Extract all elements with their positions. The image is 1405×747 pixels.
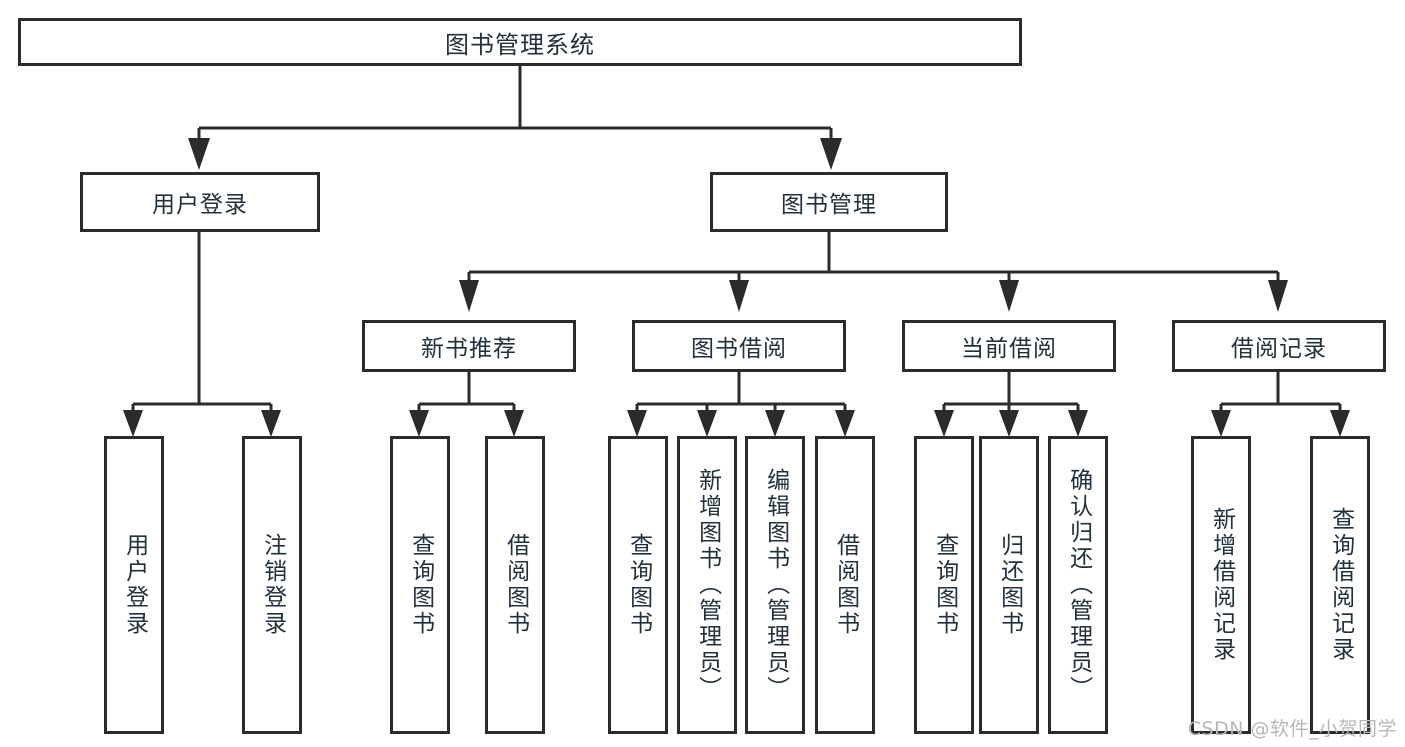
arrow-down-icon [1068,410,1088,437]
arrow-down-icon [504,410,524,437]
node-label: 确认归还（管理员） [1065,468,1092,702]
node-label: 借阅图书 [832,533,859,637]
leaf-confirm-return-admin[interactable]: 确认归还（管理员） [1048,436,1108,734]
node-current-borrow[interactable]: 当前借阅 [902,320,1116,372]
leaf-user-login[interactable]: 用户登录 [104,436,164,734]
node-label: 借阅图书 [502,533,529,637]
node-label: 图书管理 [781,192,877,218]
arrow-down-icon [729,280,749,312]
leaf-edit-book-admin[interactable]: 编辑图书（管理员） [745,436,805,734]
arrow-down-icon [765,410,785,437]
leaf-return-book[interactable]: 归还图书 [979,436,1039,734]
leaf-query-book-2[interactable]: 查询图书 [608,436,668,734]
node-book-borrow[interactable]: 图书借阅 [632,320,846,372]
node-user-login[interactable]: 用户登录 [80,172,320,232]
node-label: 查询图书 [407,533,434,637]
node-label: 新书推荐 [421,336,517,362]
arrow-down-icon [123,410,143,437]
arrow-down-icon [820,138,842,170]
leaf-borrow-book-1[interactable]: 借阅图书 [485,436,545,734]
connector-current-borrow-to-leaves [934,372,1088,437]
arrow-down-icon [999,410,1019,437]
connector-user-login-to-leaves [123,232,281,437]
node-label: 查询借阅记录 [1327,507,1354,663]
node-label: 当前借阅 [961,336,1057,362]
node-label: 借阅记录 [1231,336,1327,362]
node-label: 用户登录 [152,192,248,218]
leaf-add-borrow-record[interactable]: 新增借阅记录 [1191,436,1251,734]
leaf-query-borrow-record[interactable]: 查询借阅记录 [1310,436,1370,734]
leaf-logout-login[interactable]: 注销登录 [242,436,302,734]
arrow-down-icon [1268,280,1288,312]
arrow-down-icon [1211,410,1231,437]
node-label: 新增借阅记录 [1208,507,1235,663]
arrow-down-icon [835,410,855,437]
connector-book-borrow-to-leaves [627,372,855,437]
node-label: 归还图书 [996,533,1023,637]
arrow-down-icon [1330,410,1350,437]
node-book-manage[interactable]: 图书管理 [710,172,948,232]
leaf-add-book-admin[interactable]: 新增图书（管理员） [677,436,737,734]
node-label: 图书借阅 [691,336,787,362]
arrow-down-icon [409,410,429,437]
leaf-query-book-3[interactable]: 查询图书 [914,436,974,734]
arrow-down-icon [934,410,954,437]
node-label: 图书管理系统 [445,30,595,59]
node-label: 编辑图书（管理员） [762,468,789,702]
node-borrow-record[interactable]: 借阅记录 [1172,320,1386,372]
node-label: 新增图书（管理员） [694,468,721,702]
arrow-down-icon [697,410,717,437]
node-new-book-recommend[interactable]: 新书推荐 [362,320,576,372]
connector-new-book-recommend-to-leaves [409,372,524,437]
arrow-down-icon [999,280,1019,312]
arrow-down-icon [188,138,210,170]
arrow-down-icon [261,410,281,437]
connector-root-to-level2 [188,65,842,170]
node-root-book-management-system[interactable]: 图书管理系统 [18,18,1022,66]
node-label: 查询图书 [931,533,958,637]
leaf-query-book-1[interactable]: 查询图书 [390,436,450,734]
connector-borrow-record-to-leaves [1211,372,1350,437]
arrow-down-icon [459,280,479,312]
leaf-borrow-book-2[interactable]: 借阅图书 [815,436,875,734]
arrow-down-icon [627,410,647,437]
node-label: 查询图书 [625,533,652,637]
connector-book-manage-to-level3 [459,232,1288,312]
node-label: 注销登录 [259,533,286,637]
node-label: 用户登录 [121,533,148,637]
